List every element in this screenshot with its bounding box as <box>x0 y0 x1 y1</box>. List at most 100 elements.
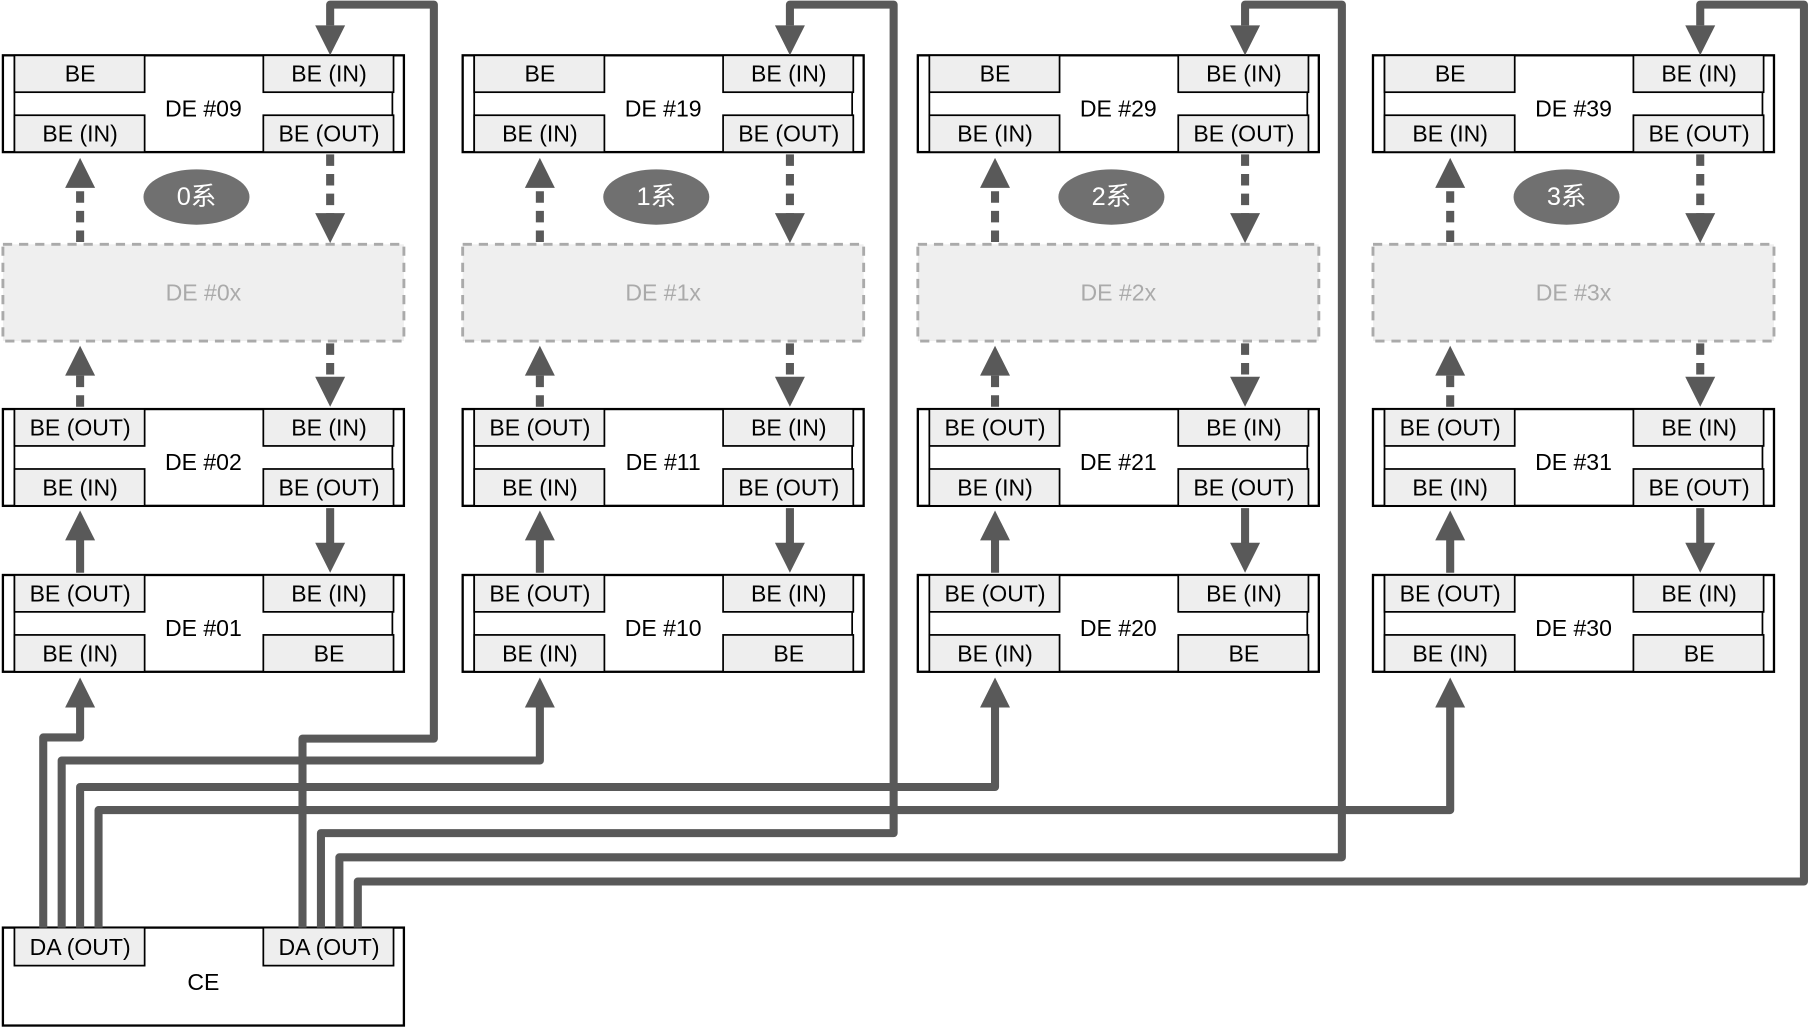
be-slot-label: BE (IN) <box>751 580 827 606</box>
be-slot-label: BE (IN) <box>1206 580 1282 606</box>
de-name: DE #29 <box>1080 95 1157 121</box>
de-name: DE #11 <box>626 449 701 475</box>
be-slot <box>262 54 395 94</box>
be-slot-label: BE (IN) <box>42 121 118 147</box>
be-slot-label: BE (OUT) <box>278 474 379 500</box>
be-slot-label: BE (IN) <box>291 415 366 441</box>
be-slot <box>722 114 855 153</box>
be-slot <box>1177 54 1310 94</box>
dashed-arrow-up-head <box>980 157 1011 188</box>
group-badge <box>1513 169 1620 225</box>
group-badge <box>143 169 250 225</box>
de-name: DE #09 <box>165 95 242 121</box>
be-slot-label: BE (OUT) <box>1193 121 1294 147</box>
be-slot-label: BE (OUT) <box>738 474 839 500</box>
cable-da1-to-col1 <box>316 0 898 928</box>
dashed-arrow-down-head <box>1230 213 1261 244</box>
be-slot <box>722 634 855 673</box>
be-slot-label: BE (OUT) <box>944 580 1045 606</box>
be-slot <box>1177 574 1310 613</box>
group-badge-label: 0系 <box>177 183 216 211</box>
dashed-arrow-up-head <box>524 345 555 376</box>
da-out-port-label: DA (OUT) <box>278 934 379 960</box>
cable-da1-to-col1-head <box>774 25 805 56</box>
solid-arrow-up-head <box>980 510 1011 541</box>
be-slot <box>262 408 395 447</box>
be-slot <box>473 468 606 507</box>
be-slot <box>1383 574 1516 613</box>
da-out-port <box>13 926 146 967</box>
de-name: DE #01 <box>165 615 242 641</box>
cable-da1-to-col2-head <box>1230 25 1261 56</box>
dashed-arrow-down-head <box>315 376 346 407</box>
be-slot <box>1383 468 1516 507</box>
be-slot-label: BE (IN) <box>751 61 827 87</box>
be-slot-label: BE (IN) <box>957 121 1032 147</box>
be-slot-label: BE (IN) <box>42 474 118 500</box>
solid-arrow-down-head <box>774 542 805 573</box>
be-slot <box>928 114 1061 153</box>
be-slot <box>1632 114 1765 153</box>
ce-label: CE <box>187 969 219 995</box>
de-name: DE #30 <box>1535 615 1612 641</box>
cable-da1-to-col0-head <box>315 25 346 56</box>
be-slot <box>262 114 395 153</box>
be-slot-label: BE (IN) <box>957 640 1032 666</box>
be-slot-label: BE (IN) <box>1206 415 1282 441</box>
be-slot-label: BE (IN) <box>1412 640 1488 666</box>
cable-da0-to-col2-head <box>980 677 1011 708</box>
be-slot-label: BE (OUT) <box>489 580 590 606</box>
be-slot <box>473 54 606 94</box>
be-slot-label: BE (OUT) <box>489 415 590 441</box>
dashed-arrow-down-head <box>315 213 346 244</box>
be-slot <box>1632 54 1765 94</box>
de-placeholder-box <box>461 242 866 343</box>
group-badge-label: 3系 <box>1547 183 1586 211</box>
de-placeholder-box <box>916 242 1321 343</box>
de-placeholder-label: DE #0x <box>166 280 242 306</box>
be-slot-label: BE <box>1229 640 1260 666</box>
be-slot-label: BE (OUT) <box>738 121 839 147</box>
be-slot <box>262 574 395 613</box>
group-badge <box>603 169 710 225</box>
be-slot <box>1177 468 1310 507</box>
be-slot <box>13 468 146 507</box>
be-slot <box>13 574 146 613</box>
be-slot-label: BE (OUT) <box>1400 580 1501 606</box>
dashed-arrow-up-head <box>65 157 96 188</box>
dashed-arrow-up-head <box>65 345 96 376</box>
be-slot-label: BE (OUT) <box>278 121 379 147</box>
be-slot <box>1632 468 1765 507</box>
be-slot-label: BE <box>980 61 1011 87</box>
dashed-arrow-down-head <box>1685 213 1716 244</box>
be-slot-label: BE (IN) <box>1206 61 1282 87</box>
be-slot <box>928 468 1061 507</box>
de-name: DE #02 <box>165 449 242 475</box>
de-box-top-2: BE BE (IN) BE (IN) BE (OUT) DE #29 <box>916 54 1320 154</box>
solid-arrow-down-head <box>1685 542 1716 573</box>
de-name: DE #39 <box>1535 95 1612 121</box>
be-slot <box>1177 114 1310 153</box>
be-slot <box>1383 408 1516 447</box>
da-out-port-label: DA (OUT) <box>30 934 131 960</box>
group-badge-label: 2系 <box>1092 183 1131 211</box>
be-slot-label: BE (OUT) <box>944 415 1045 441</box>
be-slot <box>1632 574 1765 613</box>
be-slot <box>262 634 395 673</box>
group-badge-label: 1系 <box>637 183 676 211</box>
be-slot-label: BE (IN) <box>957 474 1032 500</box>
de-box-mid-2: BE (OUT)BE (IN)BE (IN)BE (OUT)DE #21 <box>916 407 1320 508</box>
cable-da1-to-col0 <box>298 0 438 928</box>
be-slot-label: BE (IN) <box>502 640 578 666</box>
be-slot <box>473 634 606 673</box>
de-name: DE #31 <box>1535 449 1612 475</box>
be-slot <box>13 408 146 447</box>
de-placeholder-box <box>1 242 406 343</box>
de-placeholder-label: DE #3x <box>1536 280 1612 306</box>
dashed-arrow-up-head <box>1435 157 1466 188</box>
be-slot-label: BE (IN) <box>291 61 366 87</box>
cable-da0-to-col0 <box>39 707 85 928</box>
